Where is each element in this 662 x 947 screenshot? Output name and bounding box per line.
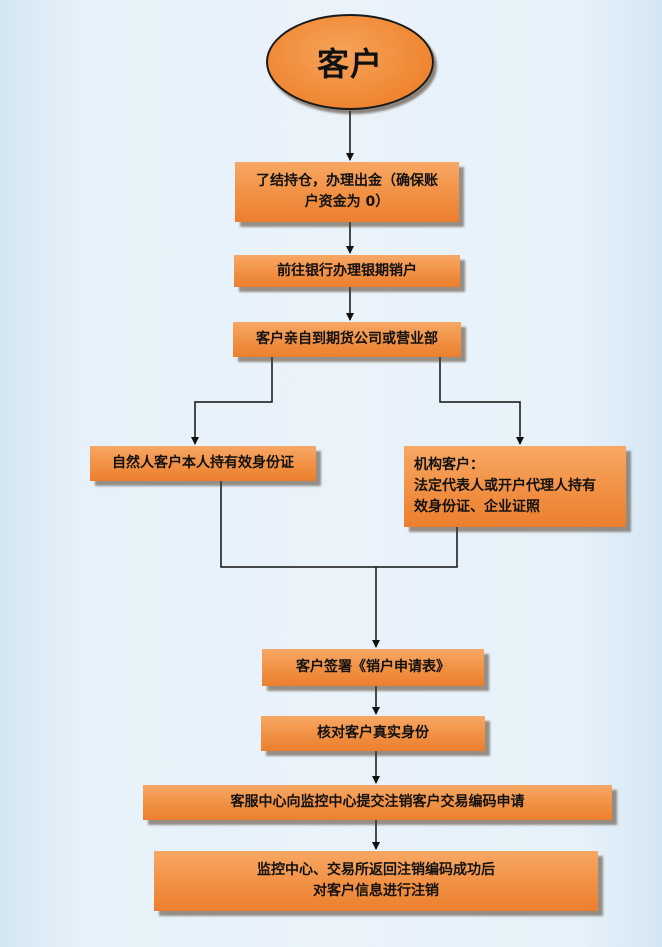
step-sign-form: 客户签署《销户申请表》: [262, 649, 484, 686]
step-visit-office-label: 客户亲自到期货公司或营业部: [256, 331, 438, 347]
start-node-customer: 客户: [266, 14, 434, 110]
step-visit-office: 客户亲自到期货公司或营业部: [233, 322, 461, 357]
step-bank-cancel: 前往银行办理银期销户: [234, 255, 460, 287]
step-close-position-line1: 了结持仓，办理出金（确保账: [256, 173, 438, 189]
arrow-visit-to-institution: [439, 357, 524, 445]
step-verify-identity-label: 核对客户真实身份: [317, 725, 429, 741]
step-natural-person-label: 自然人客户本人持有效身份证: [112, 455, 294, 471]
step-institution-line3: 效身份证、企业证照: [414, 499, 540, 515]
step-submit-request-label: 客服中心向监控中心提交注销客户交易编码申请: [230, 794, 525, 810]
step-verify-identity: 核对客户真实身份: [261, 716, 485, 751]
step-institution-line2: 法定代表人或开户代理人持有: [414, 478, 596, 494]
start-node-label: 客户: [316, 45, 383, 83]
line-institution-merge: [376, 527, 458, 568]
step-submit-request: 客服中心向监控中心提交注销客户交易编码申请: [143, 785, 612, 820]
step-close-position-line2: 户资金为 0）: [304, 194, 390, 210]
step-final-cancel-line1: 监控中心、交易所返回注销编码成功后: [257, 862, 495, 878]
step-final-cancel-line2: 对客户信息进行注销: [313, 883, 439, 899]
step-close-position: 了结持仓，办理出金（确保账 户资金为 0）: [235, 162, 459, 222]
step-sign-form-label: 客户签署《销户申请表》: [296, 659, 450, 675]
step-institution-line1: 机构客户：: [414, 457, 484, 473]
arrow-visit-to-natural-person: [191, 357, 273, 445]
step-institution: 机构客户： 法定代表人或开户代理人持有 效身份证、企业证照: [404, 446, 626, 527]
step-final-cancel: 监控中心、交易所返回注销编码成功后 对客户信息进行注销: [154, 851, 598, 911]
line-natural-person-merge: [220, 481, 376, 568]
step-bank-cancel-label: 前往银行办理银期销户: [277, 262, 417, 279]
step-natural-person: 自然人客户本人持有效身份证: [90, 446, 316, 481]
